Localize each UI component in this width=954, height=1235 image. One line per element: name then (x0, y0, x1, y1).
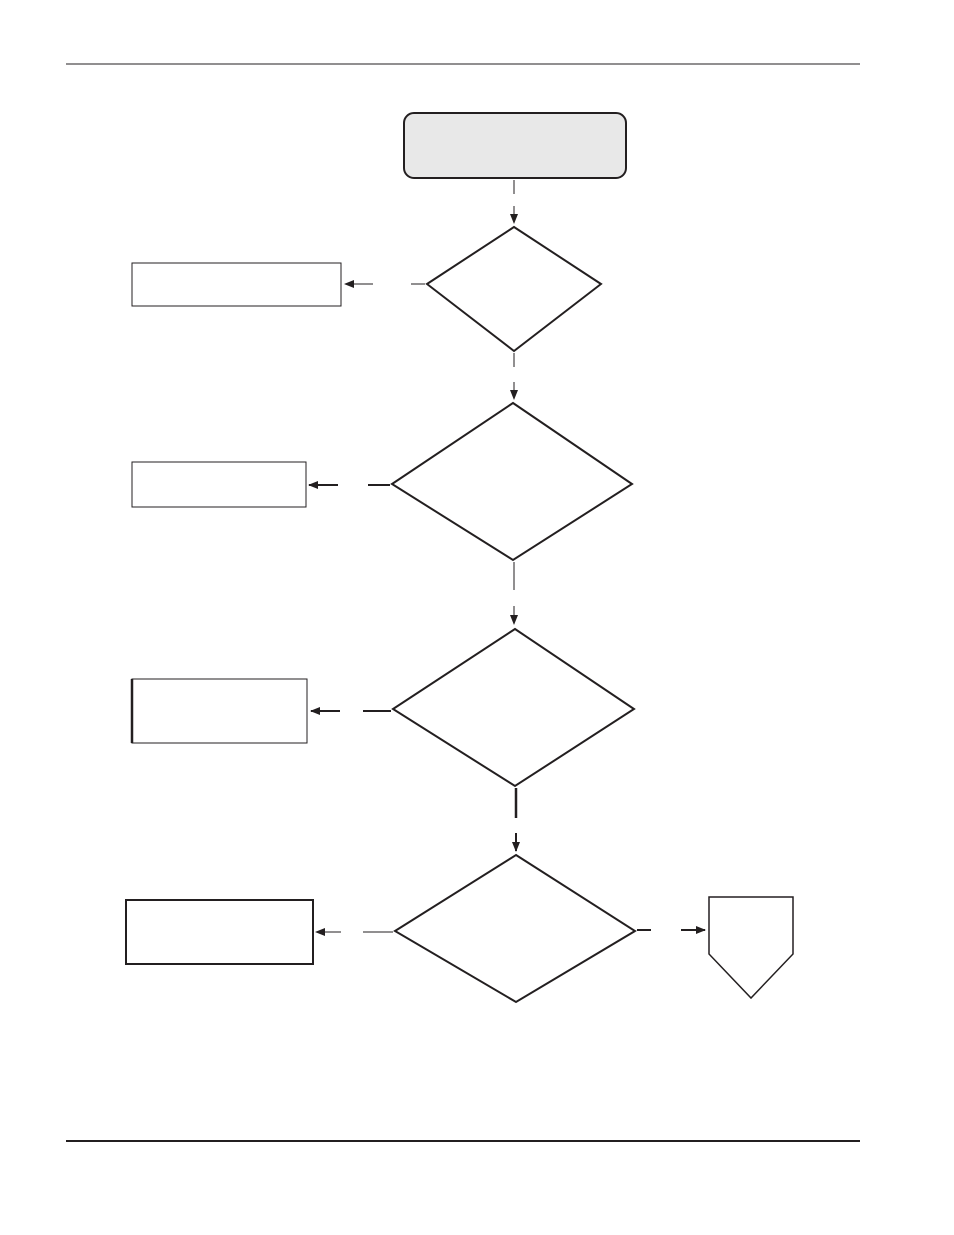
action-2-box (131, 461, 307, 508)
decision-3-diamond (391, 627, 636, 788)
action-3-box (131, 678, 308, 744)
action-4-box (125, 899, 314, 965)
start-box (403, 112, 627, 179)
decision-4-diamond (393, 853, 637, 1004)
decision-1-diamond (425, 225, 603, 353)
off-page-connector (708, 896, 794, 1000)
action-1-box (131, 262, 342, 307)
decision-2-diamond (390, 401, 634, 562)
